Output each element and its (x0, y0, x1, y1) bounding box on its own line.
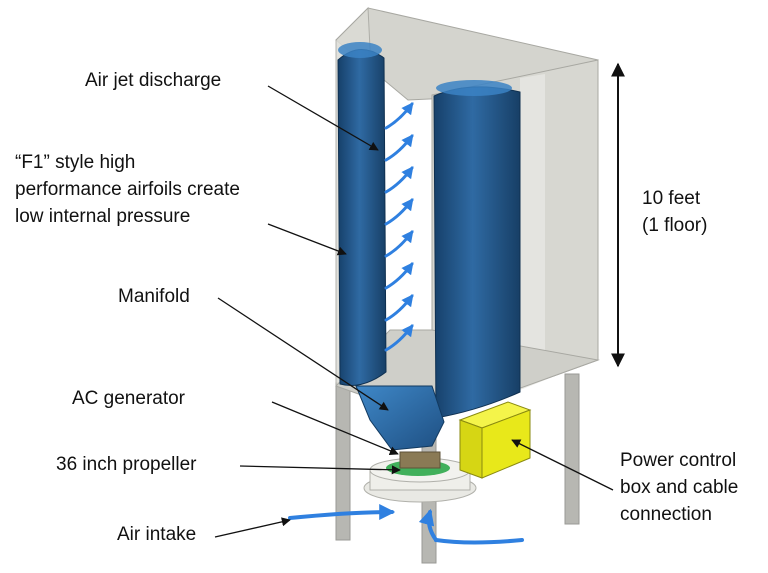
manifold-label: Manifold (118, 286, 190, 307)
power-control-label-line3: connection (620, 504, 712, 525)
height-label-line2: (1 floor) (642, 215, 708, 236)
left-airfoil-top (338, 42, 382, 58)
power-control-label-line1: Power control (620, 450, 737, 471)
leader-lines (214, 85, 614, 538)
airfoils-label-line1: “F1” style high (15, 152, 136, 173)
ac-generator-label: AC generator (72, 388, 186, 409)
power-control-label-line2: box and cable (620, 477, 739, 498)
generator-propeller-assembly (363, 451, 477, 503)
air-jet-arrows (384, 102, 414, 352)
right-airfoil (433, 86, 521, 419)
airfoils-label-line2: performance airfoils create (15, 179, 240, 200)
right-airfoil-top (436, 80, 512, 96)
propeller-label: 36 inch propeller (56, 454, 197, 475)
height-label-line1: 10 feet (642, 188, 701, 209)
power-control-box (458, 401, 532, 479)
air-intake-label: Air intake (117, 524, 197, 545)
air-jet-discharge-label: Air jet discharge (85, 70, 222, 91)
airfoils-label-line3: low internal pressure (15, 206, 191, 227)
manifold-cone (355, 385, 445, 451)
air-intake-arrows (288, 504, 524, 545)
left-airfoil (337, 49, 387, 386)
